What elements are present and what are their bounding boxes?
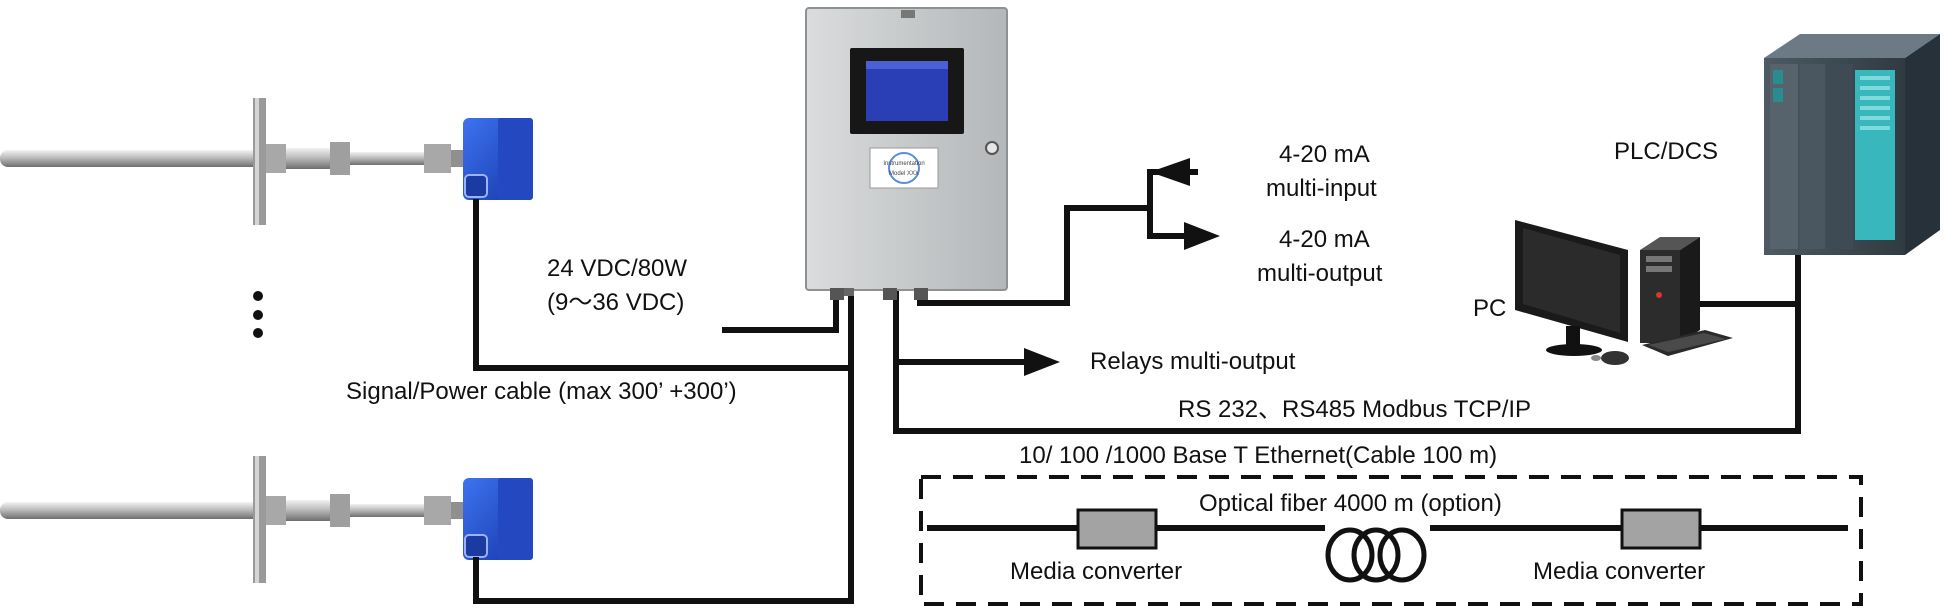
- media-converter-right: [1620, 508, 1702, 550]
- ethernet-label: 10/ 100 /1000 Base T Ethernet(Cable 100 …: [1019, 442, 1497, 469]
- plc-label: PLC/DCS: [1614, 138, 1718, 165]
- analog-output-label-1: 4-20 mA: [1279, 226, 1370, 253]
- pc-workstation: [1515, 220, 1733, 365]
- power-range-label: (9～36 VDC): [547, 289, 684, 316]
- analog-input-label-1: 4-20 mA: [1279, 141, 1370, 168]
- media-converter-right-label: Media converter: [1533, 558, 1705, 585]
- junction-box-bottom: [463, 478, 533, 560]
- arrow-right-icon: [1184, 222, 1220, 250]
- arrow-left-icon: [1150, 158, 1190, 186]
- pc-label: PC: [1473, 295, 1506, 322]
- ellipsis-icon: [253, 291, 263, 338]
- fiber-label: Optical fiber 4000 m (option): [1199, 490, 1502, 517]
- optical-fiber-option: [919, 475, 1863, 606]
- probe-sensor-top: [0, 98, 466, 225]
- media-converter-left: [1076, 508, 1158, 550]
- analog-output-label-2: multi-output: [1257, 260, 1383, 287]
- comm-label: RS 232、RS485 Modbus TCP/IP: [1178, 396, 1531, 423]
- media-converter-left-label: Media converter: [1010, 558, 1182, 585]
- wiring: [473, 169, 1801, 604]
- badge-line-2: Model XXX: [889, 171, 919, 177]
- badge-line-1: Instrumentation: [883, 161, 924, 167]
- fiber-coil-icon: [1325, 510, 1430, 583]
- signal-cable-label: Signal/Power cable (max 300’ +300’): [346, 378, 737, 405]
- analog-input-label-2: multi-input: [1266, 175, 1377, 202]
- controller-enclosure: Instrumentation Model XXX: [805, 7, 1008, 300]
- plc-dcs-unit: [1764, 34, 1940, 255]
- power-label: 24 VDC/80W: [547, 255, 687, 282]
- relays-label: Relays multi-output: [1090, 348, 1296, 375]
- junction-box-top: [463, 118, 533, 200]
- probe-sensor-bottom: [0, 456, 466, 583]
- arrow-right-icon: [1024, 348, 1060, 376]
